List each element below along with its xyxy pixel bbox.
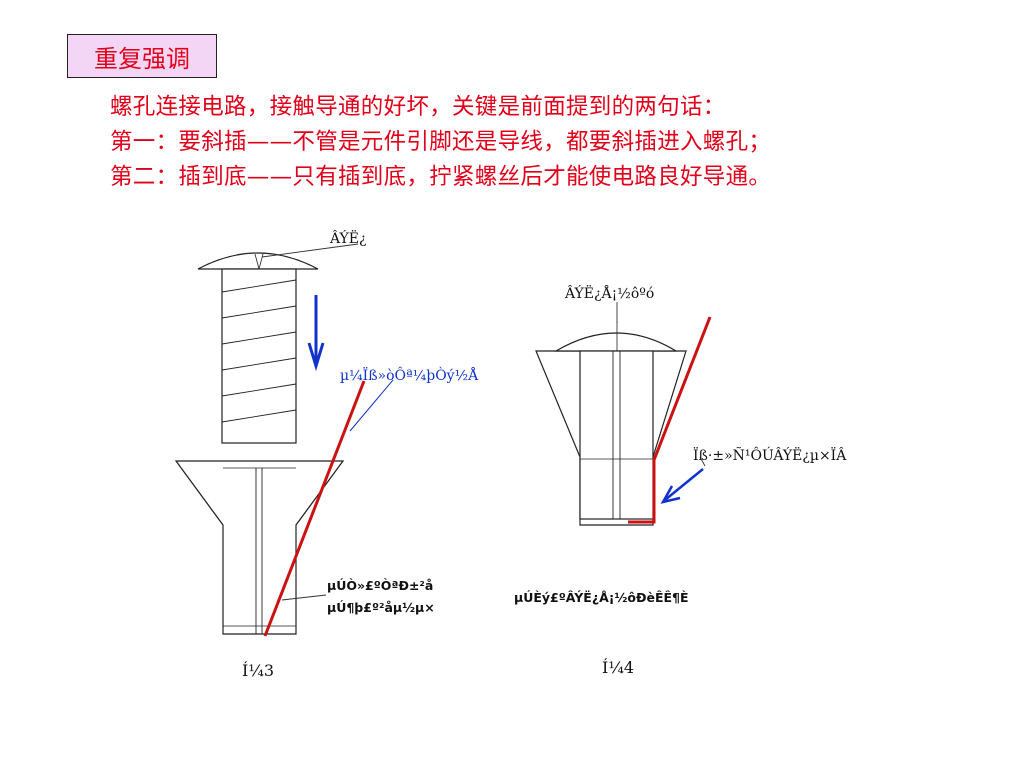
fig3-head-mark-l [254, 253, 260, 270]
fig4-wire-leader [699, 456, 706, 467]
fig3-screw-head [197, 252, 319, 270]
paragraph-line-2: 第一：要斜插——不管是元件引脚还是导线，都要斜插进入螺孔； [110, 129, 772, 155]
fig3-bottom-label-1: µÚÒ»£ºÒªÐ±²å [327, 578, 433, 593]
page-title: 重复强调 [94, 44, 190, 73]
fig4-wire-label: Ïß·±»Ñ¹ÔÚÂÝË¿µ×ÏÂ [693, 446, 847, 464]
fig3-head-mark-r [258, 253, 264, 270]
fig3-bottom-label-2: µÚ¶þ£º²åµ½µ× [327, 600, 435, 615]
fig4-bottom-label: µÚÈý£ºÂÝË¿Å¡½ôÐèÊÊ¶È [514, 590, 689, 605]
fig3-terminal-funnel [174, 460, 345, 635]
paragraph-line-3: 第二：插到底——只有插到底，拧紧螺丝后才能使电路良好导通。 [110, 164, 772, 190]
fig3-wire-label: µ¼Ïß»òÔª¼þÒý½Å [340, 366, 479, 384]
figure-3 [174, 252, 345, 635]
title-box: 重复强调 [67, 34, 217, 78]
figure-4 [535, 321, 687, 526]
fig3-bottom-leader [281, 594, 327, 601]
fig4-screw-shank [579, 350, 654, 520]
paragraph-line-1: 螺孔连接电路，接触导通的好坏，关键是前面提到的两句话： [110, 94, 726, 120]
fig3-screw-shank [221, 268, 297, 444]
fig4-caption: Í¼4 [602, 657, 634, 677]
fig3-down-arrow-icon [307, 295, 325, 372]
fig4-screw-label: ÂÝË¿Å¡½ôºó [564, 284, 654, 302]
fig4-arrow-icon [660, 468, 704, 504]
fig3-caption: Í¼3 [242, 660, 274, 680]
fig3-screw-leader [261, 243, 359, 258]
fig3-wire-leader [349, 379, 394, 432]
fig4-screw-head [553, 332, 679, 352]
body-text: 螺孔连接电路，接触导通的好坏，关键是前面提到的两句话： 第一：要斜插——不管是元… [110, 90, 1010, 195]
fig3-screw-threads [221, 279, 297, 423]
fig3-screw-label: ÂÝË¿ [329, 229, 367, 247]
fig4-red-wire [628, 316, 712, 524]
fig3-red-wire [263, 380, 366, 637]
